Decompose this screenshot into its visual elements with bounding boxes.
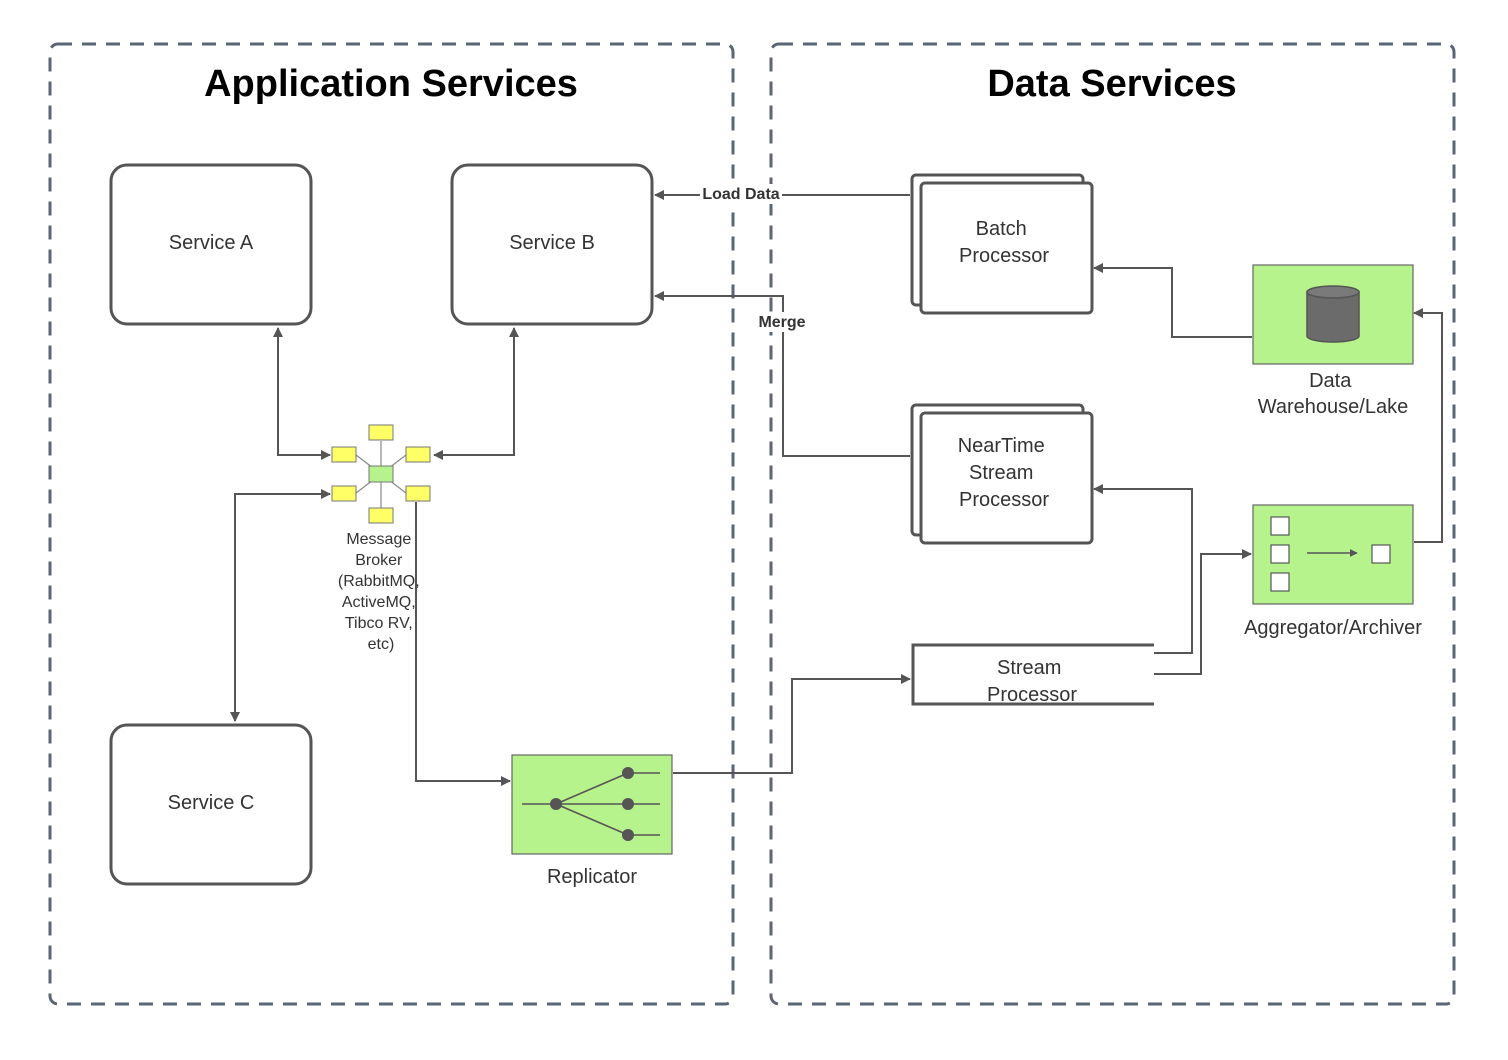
edge-neartime-service-b [654,291,910,457]
connectors [230,190,1443,786]
node-batch-processor[interactable]: Batch Processor [910,173,1094,315]
group-data-border [769,42,1456,1006]
node-replicator[interactable]: Replicator [511,754,673,888]
group-data-title: Data Services [987,63,1236,105]
aggregator-label: Aggregator/Archiver [1244,617,1422,639]
node-service-b[interactable]: Service B [450,163,654,326]
fan-out-icon [522,767,660,841]
edge-replicator-stream [673,674,911,774]
service-c-box[interactable] [109,723,313,886]
node-aggregator[interactable]: Aggregator/Archiver [1244,504,1422,639]
stream-processor-box[interactable] [911,643,1154,706]
data-warehouse-label: Data Warehouse/Lake [1258,370,1408,418]
edge-label-bg-load [700,184,782,204]
edge-warehouse-batch [1093,263,1252,338]
group-application-title: Application Services [204,63,578,105]
edge-service-c-broker [230,489,331,722]
replicator-label: Replicator [547,866,637,888]
service-b-label: Service B [509,232,595,254]
aggregator-queue-icon [1270,516,1391,592]
edge-label-merge: Merge [758,314,805,331]
batch-processor-label: Batch Processor [959,218,1049,267]
service-a-box[interactable] [109,163,313,326]
group-application-border [48,42,735,1006]
edge-broker-replicator [415,502,511,786]
message-broker-star-icon[interactable] [331,424,431,524]
edge-service-b-broker [433,327,519,460]
service-a-label: Service A [169,232,254,254]
edge-stream-aggregator [1154,549,1252,675]
node-neartime-processor[interactable]: NearTime Stream Processor [910,403,1094,545]
edge-label-bg-merge [756,312,808,332]
edge-aggregator-warehouse [1413,308,1443,543]
node-service-c[interactable]: Service C [109,723,313,886]
edge-service-a-broker [273,327,331,460]
edge-stream-neartime [1093,484,1193,654]
node-data-warehouse[interactable]: Data Warehouse/Lake [1252,264,1414,418]
node-service-a[interactable]: Service A [109,163,313,326]
node-stream-processor[interactable]: Stream Processor [911,643,1154,706]
batch-processor-box[interactable] [919,181,1094,315]
service-b-box[interactable] [450,163,654,326]
service-c-label: Service C [168,792,255,814]
neartime-processor-label: NearTime Stream Processor [958,435,1051,511]
group-application-services: Application Services [48,42,735,1006]
stream-processor-label: Stream Processor [987,657,1077,706]
group-data-services: Data Services [769,42,1456,1006]
edge-label-load-data: Load Data [702,186,779,203]
neartime-processor-box[interactable] [919,411,1094,545]
message-broker-label: Message Broker (RabbitMQ, ActiveMQ, Tibc… [338,531,424,653]
database-cylinder-icon [1306,285,1360,343]
